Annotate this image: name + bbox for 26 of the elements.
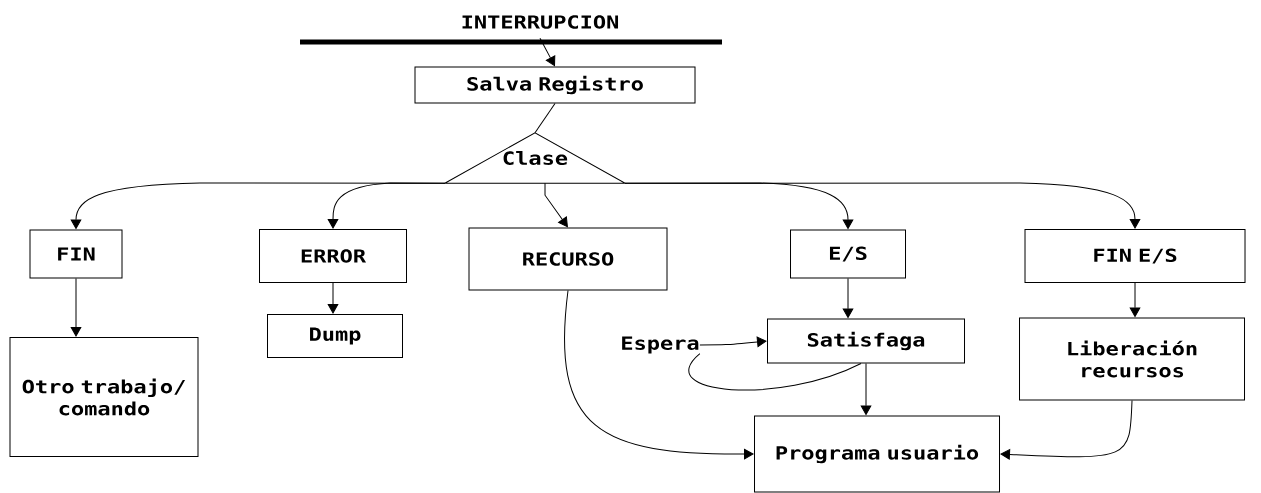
arrow xyxy=(327,182,446,229)
arrow xyxy=(544,182,568,228)
interrupt-line: INTERRUPCION xyxy=(300,15,722,45)
process-box: Liberación recursos xyxy=(1019,317,1245,401)
arrow xyxy=(327,282,339,314)
arrow xyxy=(860,363,872,415)
arrow xyxy=(699,336,767,348)
arrow xyxy=(564,290,754,460)
arrow xyxy=(539,37,556,67)
arrow xyxy=(842,278,854,318)
arrow xyxy=(70,278,82,337)
process-box: ERROR xyxy=(259,229,407,283)
loop-label: Espera xyxy=(622,336,699,354)
process-box: Dump xyxy=(267,314,403,358)
process-box: RECURSO xyxy=(468,227,668,291)
process-box: E/S xyxy=(790,229,906,279)
decision-triangle: Clase xyxy=(444,132,626,184)
arrow xyxy=(1129,282,1141,317)
process-box: FIN E/S xyxy=(1024,229,1246,283)
arrow xyxy=(624,182,1141,229)
process-box: Programa usuario xyxy=(754,415,1000,493)
process-box: Otro trabajo/ comando xyxy=(9,337,199,457)
process-box: Salva Registro xyxy=(414,66,696,104)
process-box: Satisfaga xyxy=(767,318,965,364)
arrow xyxy=(1000,400,1133,460)
process-box: FIN xyxy=(29,229,123,279)
